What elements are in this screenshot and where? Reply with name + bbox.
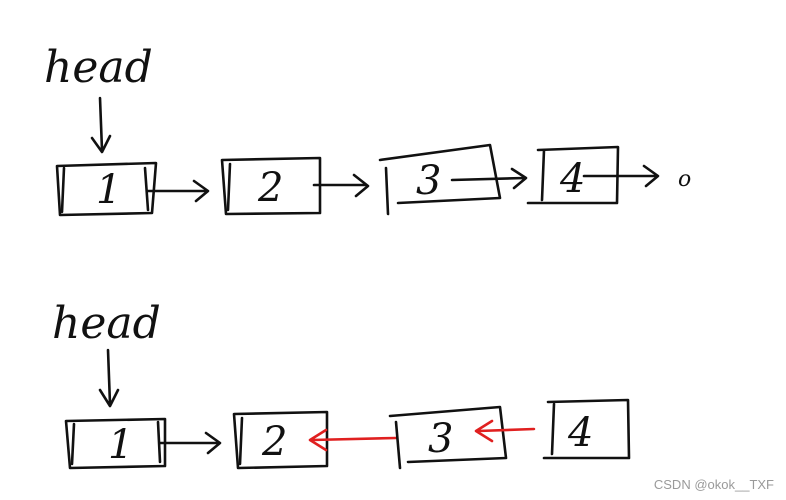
node-1-top: 1 [55, 161, 158, 217]
node-4-bottom-value: 4 [567, 410, 593, 456]
head-arrow-top [90, 96, 112, 154]
node-2-bottom: 2 [232, 410, 329, 470]
head-label-top: head [44, 42, 153, 93]
node-3-top: 3 [378, 143, 502, 216]
node-4-top-value: 4 [559, 156, 585, 202]
node-2-bottom-value: 2 [261, 419, 287, 465]
diagram-original-list: head 1 2 3 4 o [44, 42, 691, 217]
diagram-reversing-list: head 1 2 3 4 [52, 298, 631, 470]
node-1-bottom: 1 [64, 417, 167, 470]
arrow-3-4-top [450, 167, 528, 190]
node-1-top-value: 1 [96, 167, 121, 213]
null-label-top: o [678, 167, 691, 192]
reversed-arrow-4-3 [474, 419, 536, 443]
arrow-1-2-top [146, 179, 210, 203]
node-3-top-value: 3 [416, 158, 441, 204]
node-4-bottom: 4 [542, 398, 631, 460]
reversed-arrow-3-2 [308, 428, 398, 452]
head-arrow-bottom [98, 348, 120, 408]
node-3-bottom-value: 3 [428, 416, 453, 462]
node-1-bottom-value: 1 [108, 422, 133, 468]
arrow-1-2-bottom [158, 431, 222, 455]
node-3-bottom: 3 [388, 405, 508, 470]
watermark: CSDN @okok__TXF [653, 477, 774, 492]
node-2-top: 2 [220, 156, 322, 216]
arrow-2-3-top [312, 173, 370, 198]
head-label-bottom: head [52, 298, 161, 349]
arrow-4-null-top [582, 164, 660, 188]
node-2-top-value: 2 [257, 165, 283, 211]
